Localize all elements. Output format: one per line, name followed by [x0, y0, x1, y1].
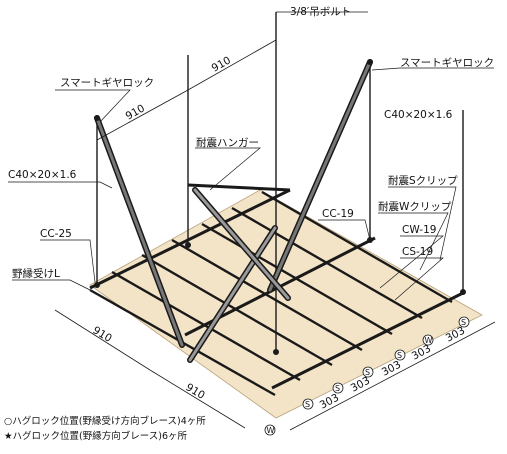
cross-member	[201, 222, 393, 336]
label-c40-left: C40×20×1.6	[8, 169, 77, 181]
dim-top-1: 910	[124, 102, 147, 122]
top-hanger-rail	[187, 183, 291, 192]
dim-top-2: 910	[210, 54, 233, 74]
svg-text:S: S	[397, 351, 402, 360]
dim-line	[96, 89, 189, 141]
connector-node	[460, 289, 466, 295]
main-channel	[271, 290, 466, 390]
legend: ○ハグロック位置(野縁受け方向ブレース)4ヶ所 ★ハグロック位置(野縁方向ブレー…	[4, 414, 206, 444]
label-s-clip: 耐震Sクリップ	[388, 174, 458, 187]
svg-text:S: S	[305, 400, 310, 409]
label-c40-right: C40×20×1.6	[384, 109, 453, 121]
leader	[40, 239, 96, 283]
s-marker: S	[302, 398, 314, 410]
leader	[388, 186, 457, 261]
label-cc25: CC-25	[40, 228, 72, 240]
cross-member	[171, 238, 363, 352]
connector-node	[185, 242, 191, 248]
label-cw19: CW-19	[402, 224, 436, 236]
connector-node	[94, 282, 100, 288]
label-hanger: 耐震ハンガー	[196, 136, 259, 149]
dim-line	[187, 39, 277, 91]
connector-node	[273, 349, 279, 355]
main-channel	[89, 188, 291, 290]
leader	[379, 235, 444, 289]
leader	[394, 257, 444, 301]
leader	[8, 181, 113, 189]
s-marker: S	[332, 382, 344, 394]
dim-bottom-2: 910	[183, 381, 206, 402]
connector-node	[94, 115, 100, 121]
connector-node	[367, 59, 373, 65]
svg-text:W: W	[267, 426, 275, 435]
s-marker: S	[362, 366, 374, 378]
leader	[371, 67, 494, 71]
label-nobuchi: 野縁受けL	[12, 267, 60, 280]
dim-bottom-1: 910	[90, 324, 113, 345]
hanging-bolts	[96, 12, 464, 352]
bottom-dimension-lines	[54, 309, 496, 431]
c40-braces	[94, 59, 373, 363]
dim-line	[289, 321, 496, 431]
svg-text:S: S	[335, 384, 340, 393]
dim-line	[54, 309, 151, 371]
clip-markers: S W S S S S W	[264, 316, 470, 436]
w-marker: W	[264, 424, 276, 436]
svg-text:S: S	[365, 368, 370, 377]
svg-text:S: S	[461, 318, 466, 327]
cross-member	[231, 206, 423, 320]
cross-member	[141, 253, 333, 367]
leader	[195, 147, 261, 191]
label-cs19: CS-19	[402, 246, 433, 258]
legend-line-2: ★ハグロック位置(野縁方向ブレース)6ヶ所	[4, 431, 187, 442]
dim-line	[149, 369, 246, 429]
cross-member	[261, 190, 453, 304]
label-cc19: CC-19	[322, 208, 354, 220]
leader	[378, 212, 449, 271]
svg-text:W: W	[425, 336, 433, 345]
label-smart-lock-left: スマートギヤロック	[60, 77, 154, 89]
c40-brace	[95, 116, 184, 347]
label-w-clip: 耐震Wクリップ	[378, 200, 452, 213]
s-marker: S	[394, 349, 406, 361]
top-dimension-lines	[96, 39, 277, 141]
leader	[12, 279, 91, 291]
w-marker: W	[422, 334, 434, 346]
cross-member	[111, 270, 301, 382]
leader-lines	[8, 11, 494, 301]
leader	[55, 89, 131, 123]
c40-brace	[193, 188, 290, 300]
c40-brace	[268, 60, 372, 292]
leader	[318, 219, 371, 241]
legend-line-1: ○ハグロック位置(野縁受け方向ブレース)4ヶ所	[4, 416, 206, 427]
label-smart-lock-right: スマートギヤロック	[400, 57, 494, 69]
label-bolt: 3/8′吊ボルト	[290, 6, 351, 18]
c40-brace	[188, 226, 277, 362]
s-marker: S	[458, 316, 470, 328]
